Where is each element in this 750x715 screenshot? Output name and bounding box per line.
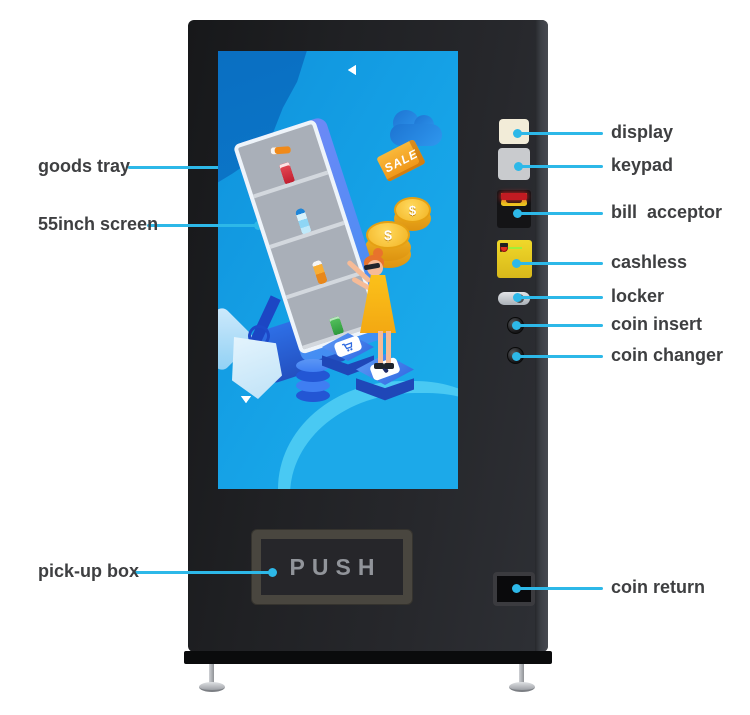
callout-line-goods-tray (128, 165, 230, 169)
product-water-bottle (294, 207, 311, 235)
callout-line-locker (517, 295, 603, 299)
leg (378, 331, 383, 367)
machine-foot (209, 664, 214, 684)
callout-dot-cashless (511, 258, 521, 268)
pickup-box-flap[interactable]: PUSH (252, 530, 412, 604)
callout-line-cashless (516, 261, 603, 265)
callout-label-goods-tray: goods tray (38, 156, 131, 177)
cart-sign (333, 335, 363, 358)
callout-line-55inch-screen (147, 223, 258, 227)
callout-label-pickup-box: pick-up box (38, 561, 140, 582)
down-arrow-icon (241, 396, 251, 403)
touch-screen-55inch[interactable]: SALE $ $ (218, 51, 458, 489)
callout-dot-coin-changer (511, 351, 521, 361)
platform-footprints (356, 354, 414, 404)
callout-line-bill-acceptor (517, 211, 603, 215)
callout-dot-keypad (513, 161, 523, 171)
callout-label-cashless: cashless (611, 252, 688, 273)
hair-bun (373, 248, 383, 258)
bill-acceptor-light (501, 193, 527, 200)
shopping-bag-icon (232, 337, 282, 399)
callout-label-55inch-screen: 55inch screen (38, 214, 159, 235)
callout-dot-bill-acceptor (512, 208, 522, 218)
machine-foot (509, 682, 535, 692)
cart-icon (341, 341, 353, 352)
machine-side-panel (535, 20, 548, 652)
product-red-can (279, 162, 295, 185)
callout-label-locker: locker (611, 286, 665, 307)
callout-label-coin-return: coin return (611, 577, 706, 598)
callout-line-display (517, 131, 603, 135)
shopper-character (336, 248, 406, 373)
platform-cart (322, 333, 374, 379)
machine-foot (199, 682, 225, 692)
vending-machine: SALE $ $ (184, 20, 552, 692)
cashless-key-black (500, 243, 508, 247)
sale-tag-label: SALE (381, 146, 421, 175)
callout-line-pickup-box (133, 570, 272, 574)
machine-base (184, 651, 552, 664)
machine-foot (519, 664, 524, 684)
callout-label-display: display (611, 122, 674, 143)
dispensed-bottle (270, 146, 291, 155)
disc-stack (296, 359, 330, 403)
callout-line-coin-return (516, 586, 603, 590)
product-orange-bottle (311, 260, 328, 285)
dollar-coin-stack-icon: $ (365, 221, 411, 269)
shoe (374, 363, 384, 369)
shoe (384, 363, 394, 369)
leg (386, 331, 391, 367)
callout-dot-display (512, 128, 522, 138)
callout-label-coin-insert: coin insert (611, 314, 703, 335)
callout-label-bill-acceptor: bill acceptor (611, 202, 723, 223)
push-label: PUSH (289, 553, 382, 580)
left-arrow-icon (348, 65, 356, 75)
callout-line-keypad (518, 164, 603, 168)
cashless-reader-component[interactable] (497, 240, 532, 278)
callout-dot-coin-insert (511, 320, 521, 330)
callout-dot-coin-return (511, 583, 521, 593)
callout-dot-locker (512, 292, 522, 302)
callout-line-coin-changer (516, 354, 603, 358)
callout-dot-pickup-box (267, 567, 277, 577)
callout-line-coin-insert (516, 323, 603, 327)
callout-label-coin-changer: coin changer (611, 345, 724, 366)
cloud-icon (390, 108, 444, 146)
callout-label-keypad: keypad (611, 155, 674, 176)
wave-shape (290, 393, 458, 489)
